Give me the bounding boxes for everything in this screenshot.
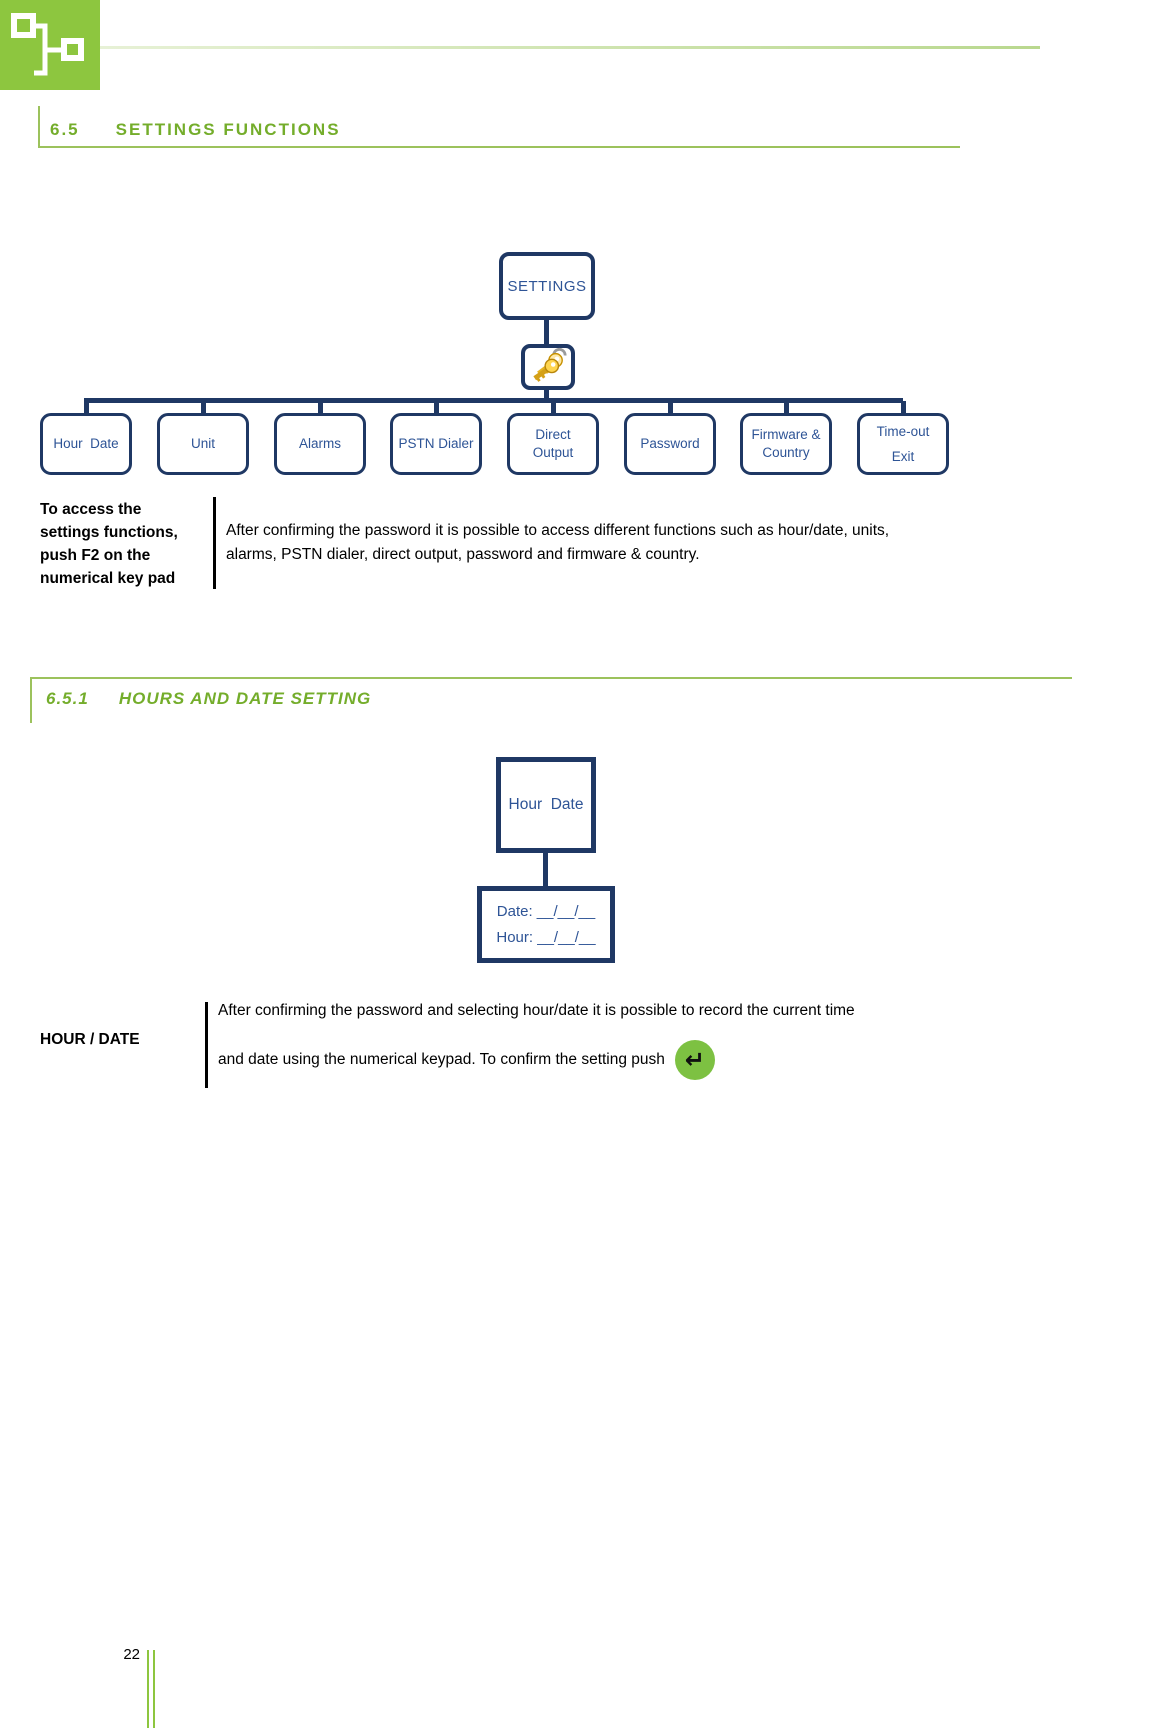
connector-line bbox=[84, 398, 903, 403]
section-heading-6-5-1: 6.5.1 HOURS AND DATE SETTING bbox=[30, 677, 1072, 723]
flowchart-node-label: Output bbox=[532, 445, 574, 460]
page-number: 22 bbox=[123, 1646, 140, 1663]
flowchart-node-alarms: Alarms bbox=[274, 413, 366, 475]
flowchart-node-unit: Unit bbox=[157, 413, 249, 475]
flowchart-node-password: Password bbox=[624, 413, 716, 475]
connector-line bbox=[550, 401, 556, 414]
flowchart-node-timeout-exit: Time-out Exit bbox=[857, 413, 949, 475]
flowchart-node-label: Alarms bbox=[298, 436, 341, 451]
brand-logo bbox=[0, 0, 100, 90]
flowchart-node-label: Exit bbox=[891, 449, 915, 464]
flowchart-node-settings: SETTINGS bbox=[499, 252, 595, 320]
margin-note: HOUR / DATE bbox=[40, 1031, 140, 1048]
flowchart-node-hour-date: Hour Date bbox=[40, 413, 132, 475]
connector-line bbox=[544, 388, 549, 400]
section-number: 6.5 bbox=[50, 120, 80, 139]
connector-line bbox=[900, 401, 906, 414]
connector-line bbox=[433, 401, 439, 414]
footer-rule bbox=[147, 1650, 155, 1728]
flowchart-node-label: Time-out bbox=[876, 424, 930, 439]
flowchart-node-label: Unit bbox=[190, 436, 215, 451]
section-title: HOURS AND DATE SETTING bbox=[118, 689, 372, 708]
keys-icon bbox=[527, 347, 569, 388]
connector-line bbox=[667, 401, 673, 414]
section-heading-6-5: 6.5 SETTINGS FUNCTIONS bbox=[38, 106, 960, 148]
flowchart-node-pstn-dialer: PSTN Dialer bbox=[390, 413, 482, 475]
flowchart-node-label: Country bbox=[762, 445, 810, 460]
hour-field-label: Hour: __/__/__ bbox=[496, 928, 596, 946]
header-rule bbox=[100, 46, 1040, 49]
note-divider bbox=[213, 497, 216, 589]
flowchart-node-label: Firmware & bbox=[751, 427, 821, 442]
connector-line bbox=[543, 853, 548, 887]
flowchart-node-firmware-country: Firmware & Country bbox=[740, 413, 832, 475]
body-paragraph-with-icon: and date using the numerical keypad. To … bbox=[218, 1040, 715, 1080]
flowchart-node-label: SETTINGS bbox=[507, 277, 587, 295]
flowchart-node-keys bbox=[521, 344, 575, 390]
body-paragraph: After confirming the password it is poss… bbox=[226, 522, 890, 563]
flowchart-node-date-hour-fields: Date: __/__/__ Hour: __/__/__ bbox=[477, 886, 615, 963]
flowchart-node-direct-output: Direct Output bbox=[507, 413, 599, 475]
section-title: SETTINGS FUNCTIONS bbox=[115, 120, 341, 139]
section-number: 6.5.1 bbox=[46, 689, 89, 708]
connector-line bbox=[83, 401, 89, 414]
flowchart-node-label: Hour Date bbox=[53, 436, 119, 451]
flowchart-node-label: PSTN Dialer bbox=[398, 436, 474, 451]
sitemap-logo-icon bbox=[0, 0, 100, 94]
note-divider bbox=[205, 1002, 208, 1088]
body-text: and date using the numerical keypad. To … bbox=[218, 1051, 665, 1068]
flowchart-node-label: Password bbox=[640, 436, 700, 451]
body-paragraph: After confirming the password and select… bbox=[218, 1002, 855, 1019]
connector-line bbox=[317, 401, 323, 414]
margin-note: To access the settings functions, push F… bbox=[40, 501, 178, 587]
connector-line bbox=[200, 401, 206, 414]
flowchart-node-hour-date-root: Hour Date bbox=[496, 757, 596, 853]
connector-line bbox=[783, 401, 789, 414]
enter-key-icon: ↵ bbox=[674, 1040, 715, 1080]
flowchart-node-label: Direct bbox=[535, 427, 571, 442]
date-field-label: Date: __/__/__ bbox=[496, 902, 596, 920]
flowchart-node-label: Hour Date bbox=[508, 796, 584, 813]
connector-line bbox=[544, 318, 549, 346]
